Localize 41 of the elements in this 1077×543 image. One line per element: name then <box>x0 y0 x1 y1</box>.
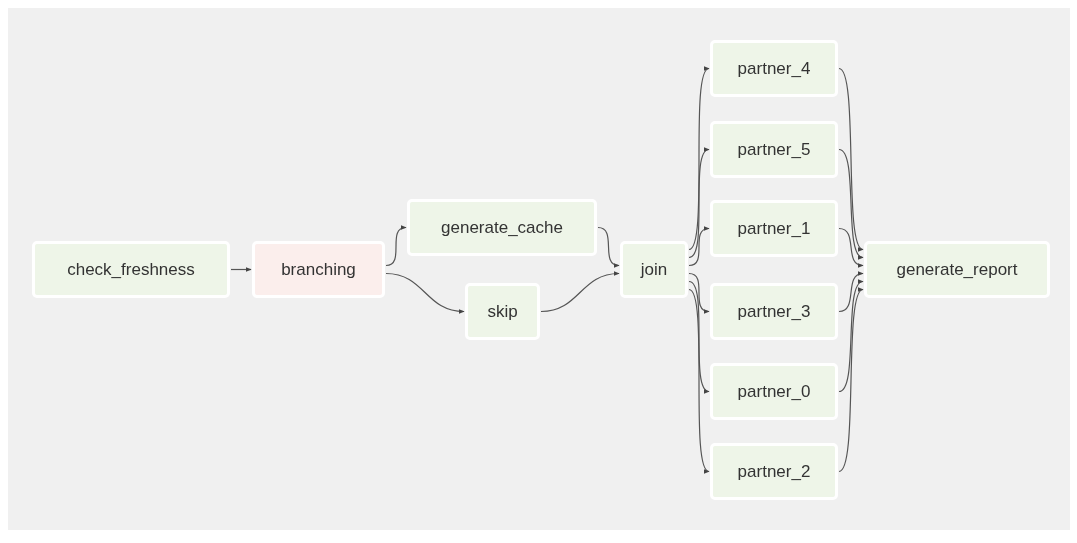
arrow <box>688 148 710 259</box>
task-box <box>407 199 597 256</box>
arrow <box>688 272 710 313</box>
arrow <box>597 226 620 267</box>
arrow <box>688 67 710 251</box>
task-label: partner_3 <box>737 300 811 323</box>
arrow <box>838 288 864 473</box>
arrow <box>688 280 710 393</box>
task-label: generate_cache <box>441 216 563 239</box>
task-box <box>710 443 838 500</box>
arrow <box>838 148 864 259</box>
task-box <box>864 241 1050 298</box>
arrow <box>540 271 620 313</box>
arrow <box>688 227 710 267</box>
task-label: partner_4 <box>737 57 811 80</box>
task-box <box>465 283 540 340</box>
arrow <box>688 288 710 473</box>
task-label: skip <box>487 300 518 323</box>
task-label: join <box>640 258 668 281</box>
task-box <box>710 363 838 420</box>
task-box <box>252 241 385 298</box>
arrow <box>838 280 864 393</box>
task-box <box>620 241 688 298</box>
arrow <box>838 272 864 313</box>
arrow <box>230 267 252 272</box>
task-label: partner_5 <box>737 138 811 161</box>
arrow <box>838 67 864 251</box>
task-box <box>32 241 230 298</box>
task-box <box>710 283 838 340</box>
task-label: generate_report <box>896 258 1018 281</box>
task-box <box>710 200 838 257</box>
arrow <box>385 226 407 267</box>
task-box <box>710 40 838 97</box>
task-label: partner_2 <box>737 460 811 483</box>
task-label: partner_0 <box>737 380 811 403</box>
task-label: check_freshness <box>67 258 195 281</box>
task-label: branching <box>281 258 356 281</box>
arrow <box>385 272 465 314</box>
task-label: partner_1 <box>737 217 811 240</box>
arrow <box>838 227 864 267</box>
task-box <box>710 121 838 178</box>
